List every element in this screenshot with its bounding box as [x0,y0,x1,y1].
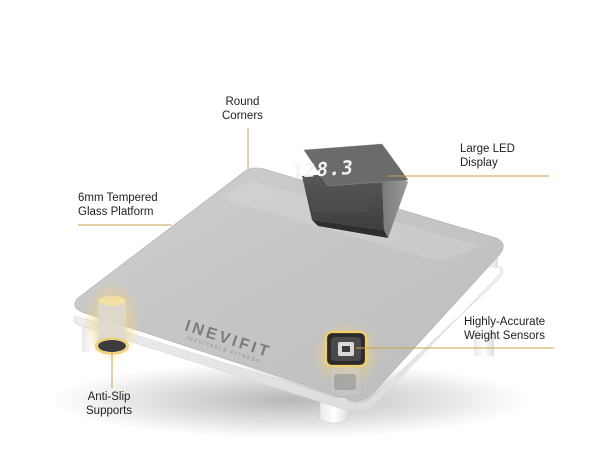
callout-anti-slip: Anti-Slip Supports [86,390,132,418]
callout-led-display: Large LED Display [460,142,515,170]
callout-glass-platform: 6mm Tempered Glass Platform [78,191,158,219]
callout-weight-sensors: Highly-Accurate Weight Sensors [464,315,545,343]
callout-round-corners: Round Corners [222,95,263,123]
